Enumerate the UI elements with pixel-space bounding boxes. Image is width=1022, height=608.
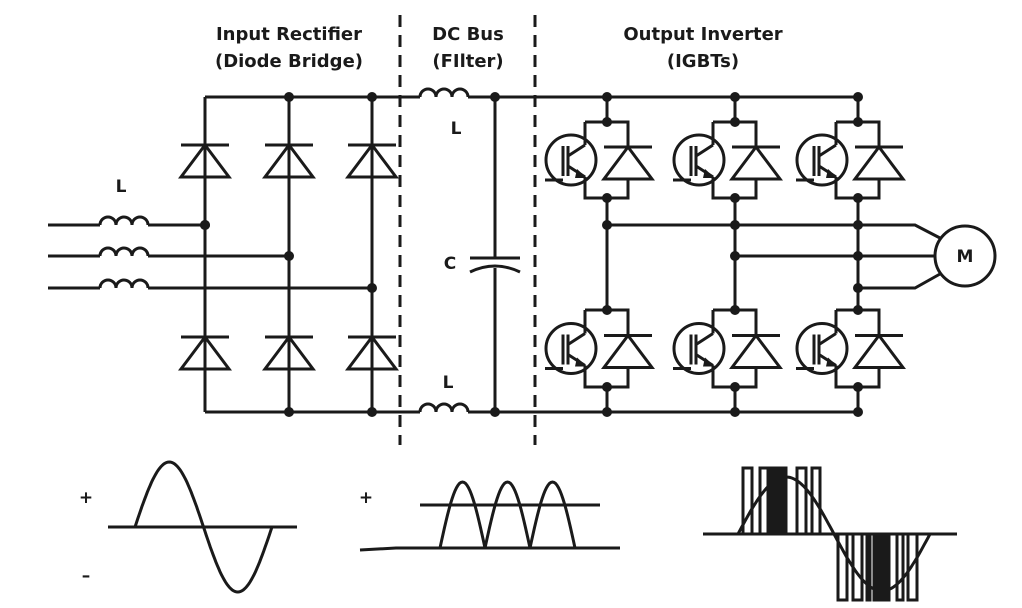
diode-icon	[345, 142, 399, 179]
capacitor-label: C	[444, 254, 456, 274]
igbt-icon	[545, 332, 586, 370]
junction-dot	[853, 382, 863, 392]
junction-dot	[730, 193, 740, 203]
rectified-wave	[438, 480, 577, 549]
junction-dot	[730, 251, 740, 261]
junction-dot	[853, 251, 863, 261]
junction-dot	[490, 407, 500, 417]
igbt-frame	[834, 308, 881, 389]
junction-dot	[284, 92, 294, 102]
igbt-icon	[544, 133, 598, 187]
inductor-icon	[98, 215, 150, 226]
junction-dot	[602, 305, 612, 315]
rectifier-subtitle: (Diode Bridge)	[215, 51, 363, 72]
junction-dot	[284, 407, 294, 417]
capacitor-wire	[470, 97, 520, 412]
capacitor-plate	[469, 264, 521, 274]
igbt-icon	[795, 133, 849, 187]
dc-bus-subtitle: (FIlter)	[432, 51, 503, 72]
inductor-icon	[98, 246, 150, 257]
igbt-arrow-icon	[826, 169, 838, 178]
motor-icon	[933, 224, 997, 288]
junction-dot	[730, 220, 740, 230]
diode-icon	[178, 334, 232, 371]
input-minus-label: –	[82, 566, 91, 586]
igbt-icon	[673, 332, 714, 370]
igbt-icon	[796, 143, 837, 182]
junction-dot	[853, 117, 863, 127]
diode-icon	[601, 333, 655, 369]
dc-bus-title: DC Bus	[432, 24, 504, 45]
dc-bottom-inductor-label: L	[443, 373, 454, 393]
circuit	[48, 87, 997, 417]
junction-dot	[730, 117, 740, 127]
junction-dot	[367, 92, 377, 102]
diode-icon	[262, 334, 316, 371]
diode-icon	[345, 334, 399, 371]
igbt-frame	[834, 120, 881, 200]
junction-dot	[602, 407, 612, 417]
junction-dot	[730, 92, 740, 102]
igbt-arrow-icon	[575, 169, 587, 178]
igbt-icon	[795, 322, 849, 375]
phase-u-output	[607, 223, 941, 240]
diode-icon	[852, 333, 906, 369]
igbt-icon	[673, 143, 714, 182]
phase-w-output	[858, 272, 941, 290]
junction-dot	[730, 407, 740, 417]
input-inductor-label: L	[116, 177, 127, 197]
inductor-icon	[418, 402, 470, 413]
junction-dot	[200, 220, 210, 230]
junction-dot	[602, 193, 612, 203]
igbt-icon	[796, 332, 837, 370]
igbt-arrow-icon	[575, 357, 587, 367]
igbt-arrow-icon	[826, 357, 838, 367]
junction-dot	[853, 407, 863, 417]
inductor-icon	[98, 278, 150, 289]
igbt-frame	[583, 120, 630, 200]
junction-dot	[284, 251, 294, 261]
dc-plus-label: +	[359, 488, 373, 508]
diode-icon	[852, 144, 906, 181]
inverter-subtitle: (IGBTs)	[667, 51, 739, 72]
diode-icon	[262, 142, 316, 179]
dc-top-inductor-label: L	[451, 119, 462, 139]
junction-dot	[853, 283, 863, 293]
ac-sine-wave	[133, 460, 274, 594]
igbt-frame	[583, 308, 630, 389]
junction-dot	[490, 92, 500, 102]
inductor-icon	[418, 87, 470, 98]
igbt-arrow-icon	[703, 169, 715, 178]
igbt-icon	[672, 133, 726, 187]
rectifier-title: Input Rectifier	[216, 24, 362, 45]
junction-dot	[367, 407, 377, 417]
diode-icon	[178, 142, 232, 179]
motor-label: M	[957, 247, 974, 267]
junction-dot	[602, 92, 612, 102]
inverter-title: Output Inverter	[623, 24, 782, 45]
diode-icon	[601, 144, 655, 181]
input-plus-label: +	[79, 488, 93, 508]
igbt-frame	[711, 308, 758, 389]
junction-dot	[853, 220, 863, 230]
junction-dot	[853, 305, 863, 315]
diode-icon	[729, 144, 783, 181]
junction-dot	[853, 193, 863, 203]
pwm-pulses	[741, 466, 919, 602]
igbt-icon	[672, 322, 726, 375]
waveforms	[108, 460, 957, 602]
diode-icon	[729, 333, 783, 369]
junction-dot	[730, 382, 740, 392]
junction-dot	[602, 220, 612, 230]
junction-dot	[602, 382, 612, 392]
junction-dot	[602, 117, 612, 127]
junction-dot	[367, 283, 377, 293]
igbt-icon	[545, 143, 586, 182]
junction-dot	[853, 92, 863, 102]
junction-dot	[730, 305, 740, 315]
igbt-frame	[711, 120, 758, 200]
igbt-icon	[544, 322, 598, 375]
igbt-arrow-icon	[703, 357, 715, 367]
